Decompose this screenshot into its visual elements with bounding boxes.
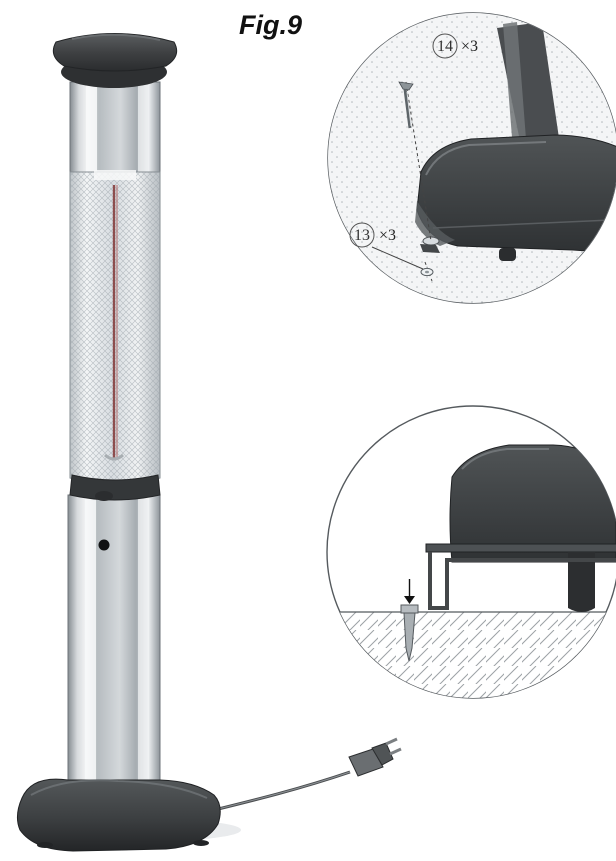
detail-base-rim-highlight — [425, 141, 547, 176]
bolt-quantity: ×3 — [461, 38, 478, 55]
power-plug — [348, 737, 402, 777]
upper-column-highlight-2 — [138, 82, 149, 173]
detail-flange — [415, 201, 455, 246]
bolt-part-number: 14 — [437, 38, 453, 55]
base-flange-plate — [425, 543, 616, 553]
washer-hole — [425, 270, 429, 274]
washer-part-number: 13 — [354, 227, 370, 244]
anchor-bracket — [428, 552, 616, 610]
bolt-guide-line — [405, 81, 432, 242]
washer-leader — [371, 246, 424, 270]
bolt-part — [398, 81, 414, 129]
bolt-callout: 14 ×3 — [432, 33, 478, 59]
lower-column-highlight-2 — [138, 495, 149, 801]
base-foot-left — [37, 842, 53, 848]
detail-base-highlight — [461, 448, 549, 470]
floor-section-hatch — [327, 612, 616, 698]
center-collar — [69, 474, 161, 501]
heating-element — [104, 185, 124, 461]
detail-base-edge — [432, 219, 612, 229]
washer-quantity: ×3 — [379, 227, 396, 244]
figure-label: Fig.9 — [239, 10, 303, 40]
base-highlight — [30, 779, 208, 799]
power-cord-highlight — [205, 771, 351, 813]
detail-floor-anchor — [326, 405, 616, 699]
top-cap-highlight — [71, 33, 161, 41]
detail-bracket — [420, 244, 440, 253]
bolt-callout-circle — [432, 33, 458, 59]
collar-bump — [95, 491, 113, 501]
mesh-top-band — [94, 170, 136, 180]
power-cord — [205, 770, 351, 814]
upper-column-highlight — [86, 82, 97, 173]
support-foot — [568, 552, 595, 612]
detail-rubber-foot — [499, 248, 516, 261]
top-cap — [52, 33, 178, 72]
base-plate — [16, 778, 221, 852]
floor-anchor-screw — [400, 579, 419, 662]
detail-bolt-installation — [327, 12, 616, 304]
washer-callout: 13 ×3 — [349, 222, 396, 248]
base-foot-right — [193, 840, 209, 846]
washer-callout-circle — [349, 222, 375, 248]
lower-column-highlight — [85, 495, 96, 801]
patio-heater — [16, 33, 402, 852]
column-edge-highlight — [503, 22, 526, 150]
control-knob-hole — [98, 539, 110, 551]
